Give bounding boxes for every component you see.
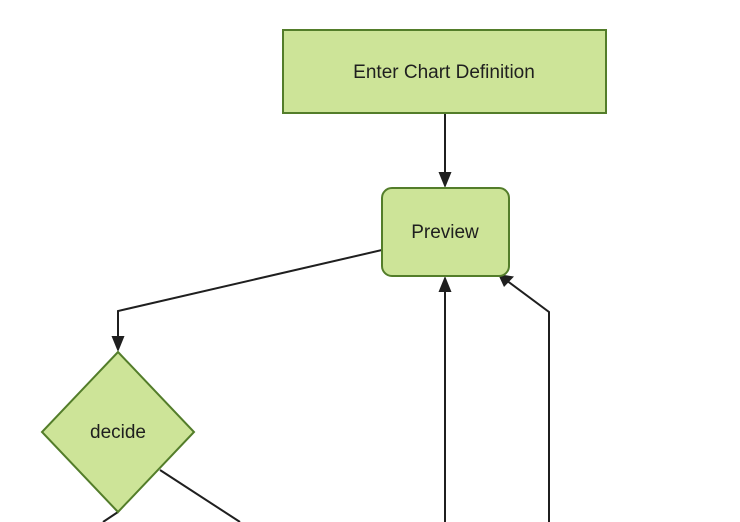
edge-line — [102, 511, 119, 522]
edge-line — [117, 249, 383, 342]
arrow-head-icon — [438, 276, 452, 292]
edge-line — [159, 469, 241, 522]
node-preview[interactable]: Preview — [381, 187, 510, 277]
edge-bottom-center-to-preview — [438, 276, 452, 522]
node-shape-diamond[interactable] — [40, 350, 196, 514]
arrow-head-icon — [111, 336, 125, 352]
edge-bottom-right-to-preview — [498, 274, 550, 522]
edge-preview-to-decide — [111, 249, 383, 352]
edge-decide-to-bottom-right — [159, 469, 241, 522]
arrow-head-icon — [438, 172, 452, 188]
edge-decide-to-bottom-left — [102, 511, 119, 522]
edge-enter-to-preview — [438, 113, 452, 188]
node-decide[interactable]: decide — [40, 350, 196, 514]
arrow-head-icon — [498, 274, 514, 287]
node-shape-rectangle[interactable] — [282, 29, 607, 114]
node-enter-chart-definition[interactable]: Enter Chart Definition — [282, 29, 607, 114]
node-shape-rounded-rectangle[interactable] — [381, 187, 510, 277]
edge-line — [505, 279, 550, 522]
